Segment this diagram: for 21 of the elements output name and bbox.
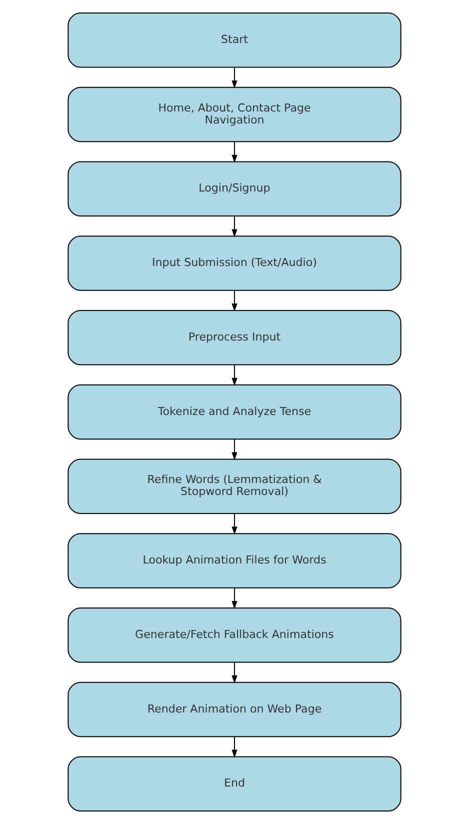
node-box: Input Submission (Text/Audio) [67,235,401,290]
arrow [231,216,237,237]
arrow [231,513,237,534]
node-box: Start [67,12,401,68]
arrow [231,67,237,88]
node-box: Login/Signup [67,160,401,216]
node-box: End [67,756,401,811]
node-box: Refine Words (Lemmatization & Stopword Removal) [67,458,401,514]
node-box: Preprocess Input [67,310,401,365]
node-box: Lookup Animation Files for Words [67,532,401,588]
arrow [231,588,237,609]
node-box: Render Animation on Web Page [67,681,401,737]
arrow [231,662,237,683]
node-box: Home, About, Contact Page Navigation [67,86,401,142]
arrow [231,290,237,312]
arrow [231,736,237,758]
arrow [231,439,237,460]
node-box: Tokenize and Analyze Tense [67,384,401,440]
node-box: Generate/Fetch Fallback Animations [67,606,401,662]
arrow [231,142,237,162]
arrow [231,364,237,386]
